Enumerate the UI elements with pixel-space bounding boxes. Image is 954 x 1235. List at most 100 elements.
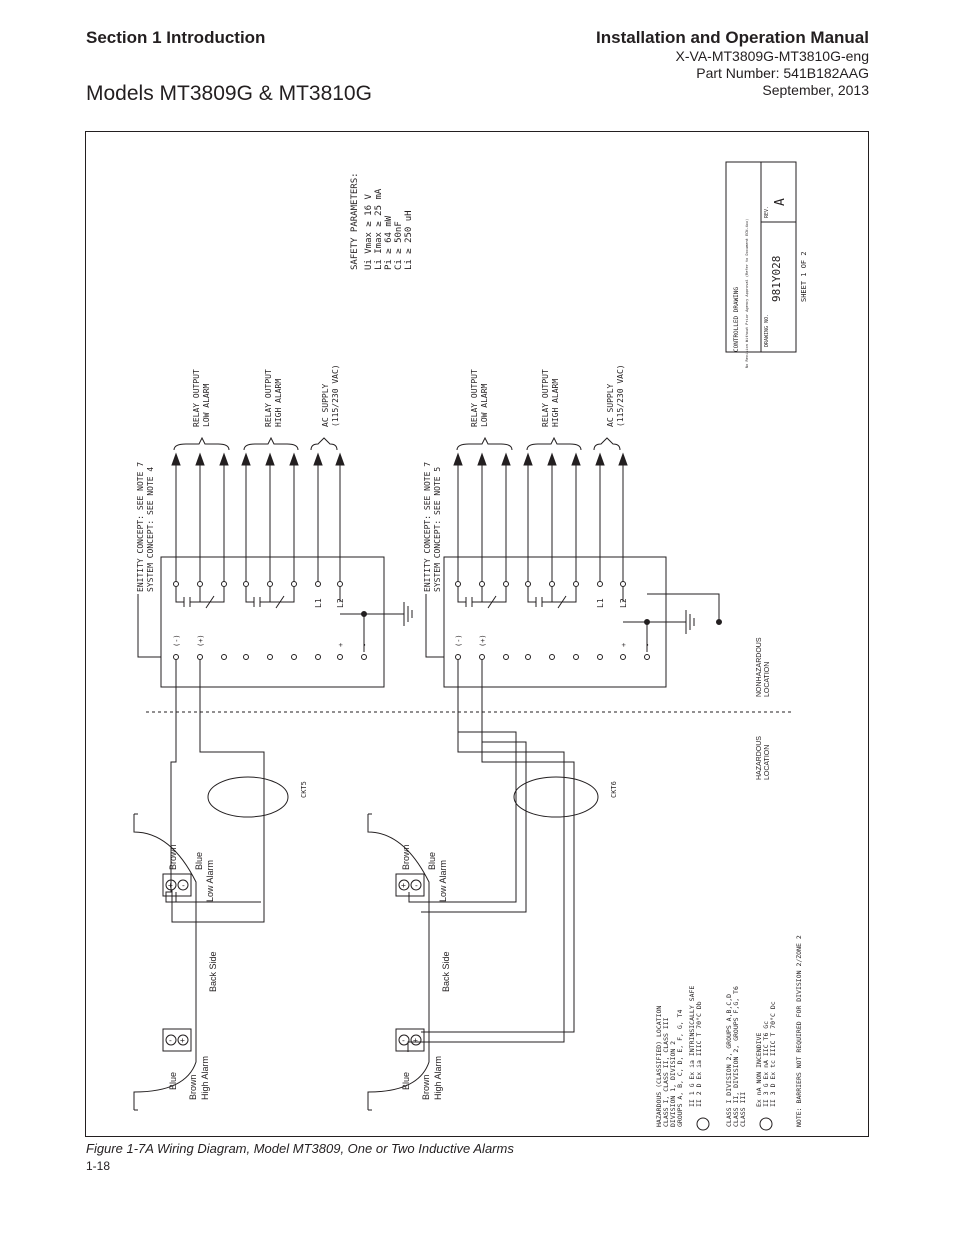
l1-label: L1 [596, 598, 605, 608]
back-side-label: Back Side [208, 951, 218, 992]
drawing-no-label: DRAWING NO. [764, 314, 770, 347]
minus-label: - [644, 643, 652, 647]
ckt6-label: CKT6 [610, 781, 618, 798]
note-line: II 2 D Ex ia IIIC T 70°C Db [695, 1001, 703, 1107]
note-line: CLASS II, DIVISION 2, GROUPS F,G, T6 [732, 986, 740, 1127]
minus-symbol: - [168, 1036, 173, 1045]
part-number: Part Number: 541B182AAG [696, 65, 869, 81]
sheet-number: SHEET 1 OF 2 [800, 251, 808, 302]
plus-label: + [337, 643, 345, 647]
note-line: CLASS I DIVISION 2, GROUPS A,B,C,D [725, 994, 733, 1127]
concept-label: SYSTEM CONCEPT: SEE NOTE 5 [433, 467, 442, 592]
revision-value: A [773, 198, 788, 206]
brown-wire-label: Brown [188, 1074, 198, 1100]
page-number: 1-18 [86, 1159, 111, 1173]
note-line: HAZARDOUS (CLASSIFIED) LOCATION [655, 1006, 663, 1127]
note-line: CLASS I, CLASS II, CLASS III [662, 1017, 670, 1127]
safety-line: Li Imax ≥ 25 mA [374, 188, 384, 270]
terminal-block [160, 556, 385, 688]
plus-symbol: + [180, 1036, 185, 1045]
safety-line: Li ≥ 250 uH [404, 210, 414, 270]
safety-title: SAFETY PARAMETERS: [350, 172, 360, 270]
blue-wire-label: Blue [168, 1072, 178, 1090]
ex-mark-icon [696, 1117, 710, 1131]
safety-line: Ui Vmax ≥ 16 V [364, 194, 374, 270]
document-info: Installation and Operation Manual X-VA-M… [596, 28, 869, 99]
l2-label: L2 [619, 598, 628, 608]
brown-wire-label: Brown [168, 844, 178, 870]
ac-supply-label: (115/230 VAC) [616, 364, 625, 427]
relay-low-label: RELAY OUTPUT [192, 369, 201, 427]
hazardous-label: LOCATION [764, 745, 771, 780]
pos-label: (+) [197, 634, 205, 647]
relay-high-label: RELAY OUTPUT [264, 369, 273, 427]
ckt5-label: CKT5 [300, 781, 308, 798]
brown-wire-label: Brown [401, 844, 411, 870]
pos-label: (+) [479, 634, 487, 647]
no-revision-note: No Revision Without Prior Agency Approva… [745, 219, 749, 368]
ex-mark-icon [759, 1117, 773, 1131]
blue-wire-label: Blue [427, 852, 437, 870]
note-line: II 3 D Ex tc IIIC T 70°C Dc [769, 1001, 777, 1107]
high-alarm-label: High Alarm [433, 1056, 443, 1100]
low-alarm-label: Low Alarm [438, 860, 448, 902]
nonhazardous-label: NONHAZARDOUS [756, 637, 763, 697]
wiring-diagram: CONTROLLED DRAWING No Revision Without P… [133, 161, 808, 1131]
low-alarm-label: Low Alarm [205, 860, 215, 902]
manual-title: Installation and Operation Manual [596, 28, 869, 47]
hazardous-label: HAZARDOUS [756, 736, 763, 780]
relay-high-label: HIGH ALARM [551, 379, 560, 427]
plus-symbol: + [168, 881, 173, 890]
circuit-ckt6: RELAY OUTPUT LOW ALARM RELAY OUTPUT HIGH… [367, 364, 722, 1111]
plus-label: + [620, 643, 628, 647]
drawing-number: 981Y028 [770, 256, 783, 302]
safety-parameters: SAFETY PARAMETERS: Ui Vmax ≥ 16 V Li Ima… [350, 172, 414, 270]
blue-wire-label: Blue [401, 1072, 411, 1090]
brown-wire-label: Brown [421, 1074, 431, 1100]
concept-label: ENITITY CONCEPT: SEE NOTE 7 [423, 462, 432, 592]
revision-label: REV. [764, 206, 770, 218]
minus-label: - [361, 643, 369, 647]
blue-wire-label: Blue [194, 852, 204, 870]
note-line: CLASS III [739, 1092, 747, 1127]
minus-symbol: - [181, 881, 186, 890]
title-block: CONTROLLED DRAWING No Revision Without P… [725, 161, 808, 368]
neg-label: (-) [173, 634, 181, 647]
relay-low-label: RELAY OUTPUT [470, 369, 479, 427]
classification-notes: HAZARDOUS (CLASSIFIED) LOCATION CLASS I,… [655, 935, 803, 1131]
note-line: II 1 G Ex ia INTRINSICALLY SAFE [688, 986, 696, 1107]
models-title: Models MT3809G & MT3810G [86, 82, 372, 105]
back-side-label: Back Side [441, 951, 451, 992]
note-line: DIVISION 1, DIVISION 2 [669, 1041, 677, 1127]
relay-low-label: LOW ALARM [202, 383, 211, 427]
note-line: GROUPS A, B, C, D, E, F, G, T4 [676, 1010, 684, 1127]
document-id: X-VA-MT3809G-MT3810G-eng [675, 48, 869, 64]
note-line: NOTE: BARRIERS NOT REQUIRED FOR DIVISION… [795, 935, 803, 1127]
plus-symbol: + [401, 881, 406, 890]
concept-label: SYSTEM CONCEPT: SEE NOTE 4 [146, 467, 155, 592]
nonhazardous-label: LOCATION [764, 662, 771, 697]
relay-high-label: HIGH ALARM [274, 379, 283, 427]
concept-label: ENITITY CONCEPT: SEE NOTE 7 [136, 462, 145, 592]
safety-line: Pi ≥ 64 mW [384, 215, 394, 270]
controlled-drawing-label: CONTROLLED DRAWING [733, 287, 740, 352]
output-arrows [453, 452, 628, 582]
ac-supply-label: AC SUPPLY [606, 383, 615, 427]
figure-caption: Figure 1-7A Wiring Diagram, Model MT3809… [86, 1141, 514, 1156]
output-arrows [171, 452, 345, 582]
ac-supply-label: (115/230 VAC) [331, 364, 340, 427]
section-title: Section 1 Introduction [86, 28, 266, 47]
l2-label: L2 [336, 598, 345, 608]
minus-symbol: - [401, 1036, 406, 1045]
safety-line: Ci ≥ 50nF [394, 221, 404, 270]
plus-symbol: + [413, 1036, 418, 1045]
relay-low-label: LOW ALARM [480, 383, 489, 427]
l1-label: L1 [314, 598, 323, 608]
neg-label: (-) [455, 634, 463, 647]
wiring-diagram-frame: CONTROLLED DRAWING No Revision Without P… [85, 131, 869, 1137]
note-line: Ex nA NON INCENDIVE [755, 1033, 763, 1107]
circuit-ckt5: RELAY OUTPUT LOW ALARM RELAY OUTPUT HIGH… [133, 364, 413, 1111]
ac-supply-label: AC SUPPLY [321, 383, 330, 427]
high-alarm-label: High Alarm [200, 1056, 210, 1100]
minus-symbol: - [414, 881, 419, 890]
